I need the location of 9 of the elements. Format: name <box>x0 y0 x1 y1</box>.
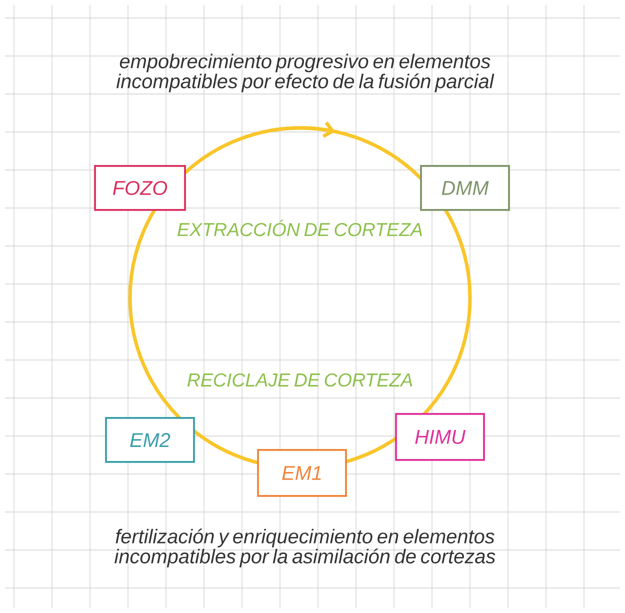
arc-label: RECICLAJE DE CORTEZA <box>187 373 412 387</box>
label-box: DMM <box>420 165 510 211</box>
label-box: FOZO <box>94 165 186 211</box>
label-box: EM1 <box>257 449 347 497</box>
caption-text: fertilización y enriquecimiento en elementos incompatibles por la asimilación de cortezas <box>114 528 496 568</box>
caption-text: empobrecimiento progresivo en elementos incompatibles por efecto de la fusión parcial <box>116 54 494 92</box>
label-box: EM2 <box>105 417 195 463</box>
label-box: HIMU <box>395 413 485 461</box>
arc-label: EXTRACCIÓN DE CORTEZA <box>178 220 422 236</box>
